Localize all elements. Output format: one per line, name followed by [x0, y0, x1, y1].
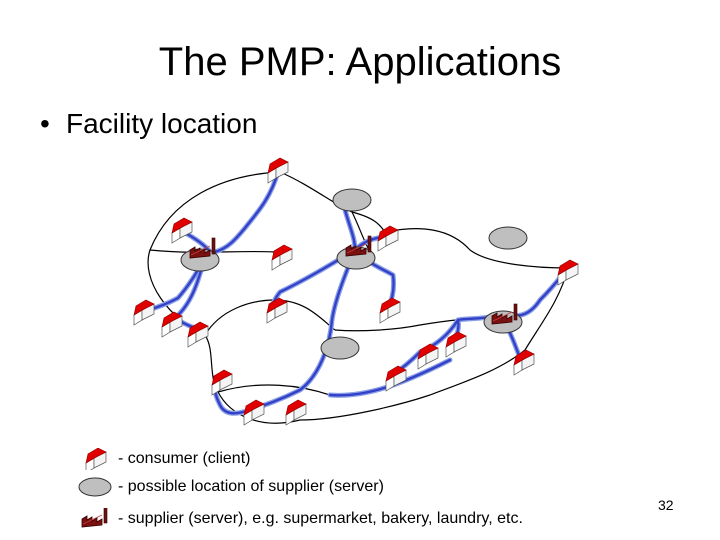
- house-icon: [385, 365, 407, 392]
- bullet-marker: •: [40, 108, 50, 139]
- house-icon: [243, 399, 265, 426]
- legend-possible-site-text: - possible location of supplier (server): [118, 478, 384, 495]
- factory-icon: [81, 508, 108, 528]
- house-icon: [271, 244, 293, 271]
- house-icon: [266, 297, 288, 324]
- site-ellipse-icon: [332, 188, 372, 212]
- house-icon: [377, 225, 399, 252]
- house-icon: [557, 259, 579, 286]
- site-ellipse-icon: [488, 226, 528, 250]
- page-number: 32: [658, 497, 674, 513]
- house-icon: [379, 297, 401, 324]
- site-ellipse-icon: [78, 477, 112, 497]
- house-icon: [85, 448, 107, 470]
- house-icon: [445, 331, 467, 358]
- legend-supplier-text: - supplier (server), e.g. supermarket, b…: [118, 510, 523, 527]
- house-icon: [161, 311, 183, 338]
- site-ellipse-icon: [320, 336, 360, 360]
- legend-consumer-text: - consumer (client): [118, 450, 251, 467]
- bullet-text: Facility location: [66, 108, 258, 139]
- bullet-item: • Facility location: [40, 108, 257, 140]
- house-icon: [171, 217, 193, 244]
- house-icon: [133, 299, 155, 326]
- slide-title: The PMP: Applications: [158, 40, 562, 84]
